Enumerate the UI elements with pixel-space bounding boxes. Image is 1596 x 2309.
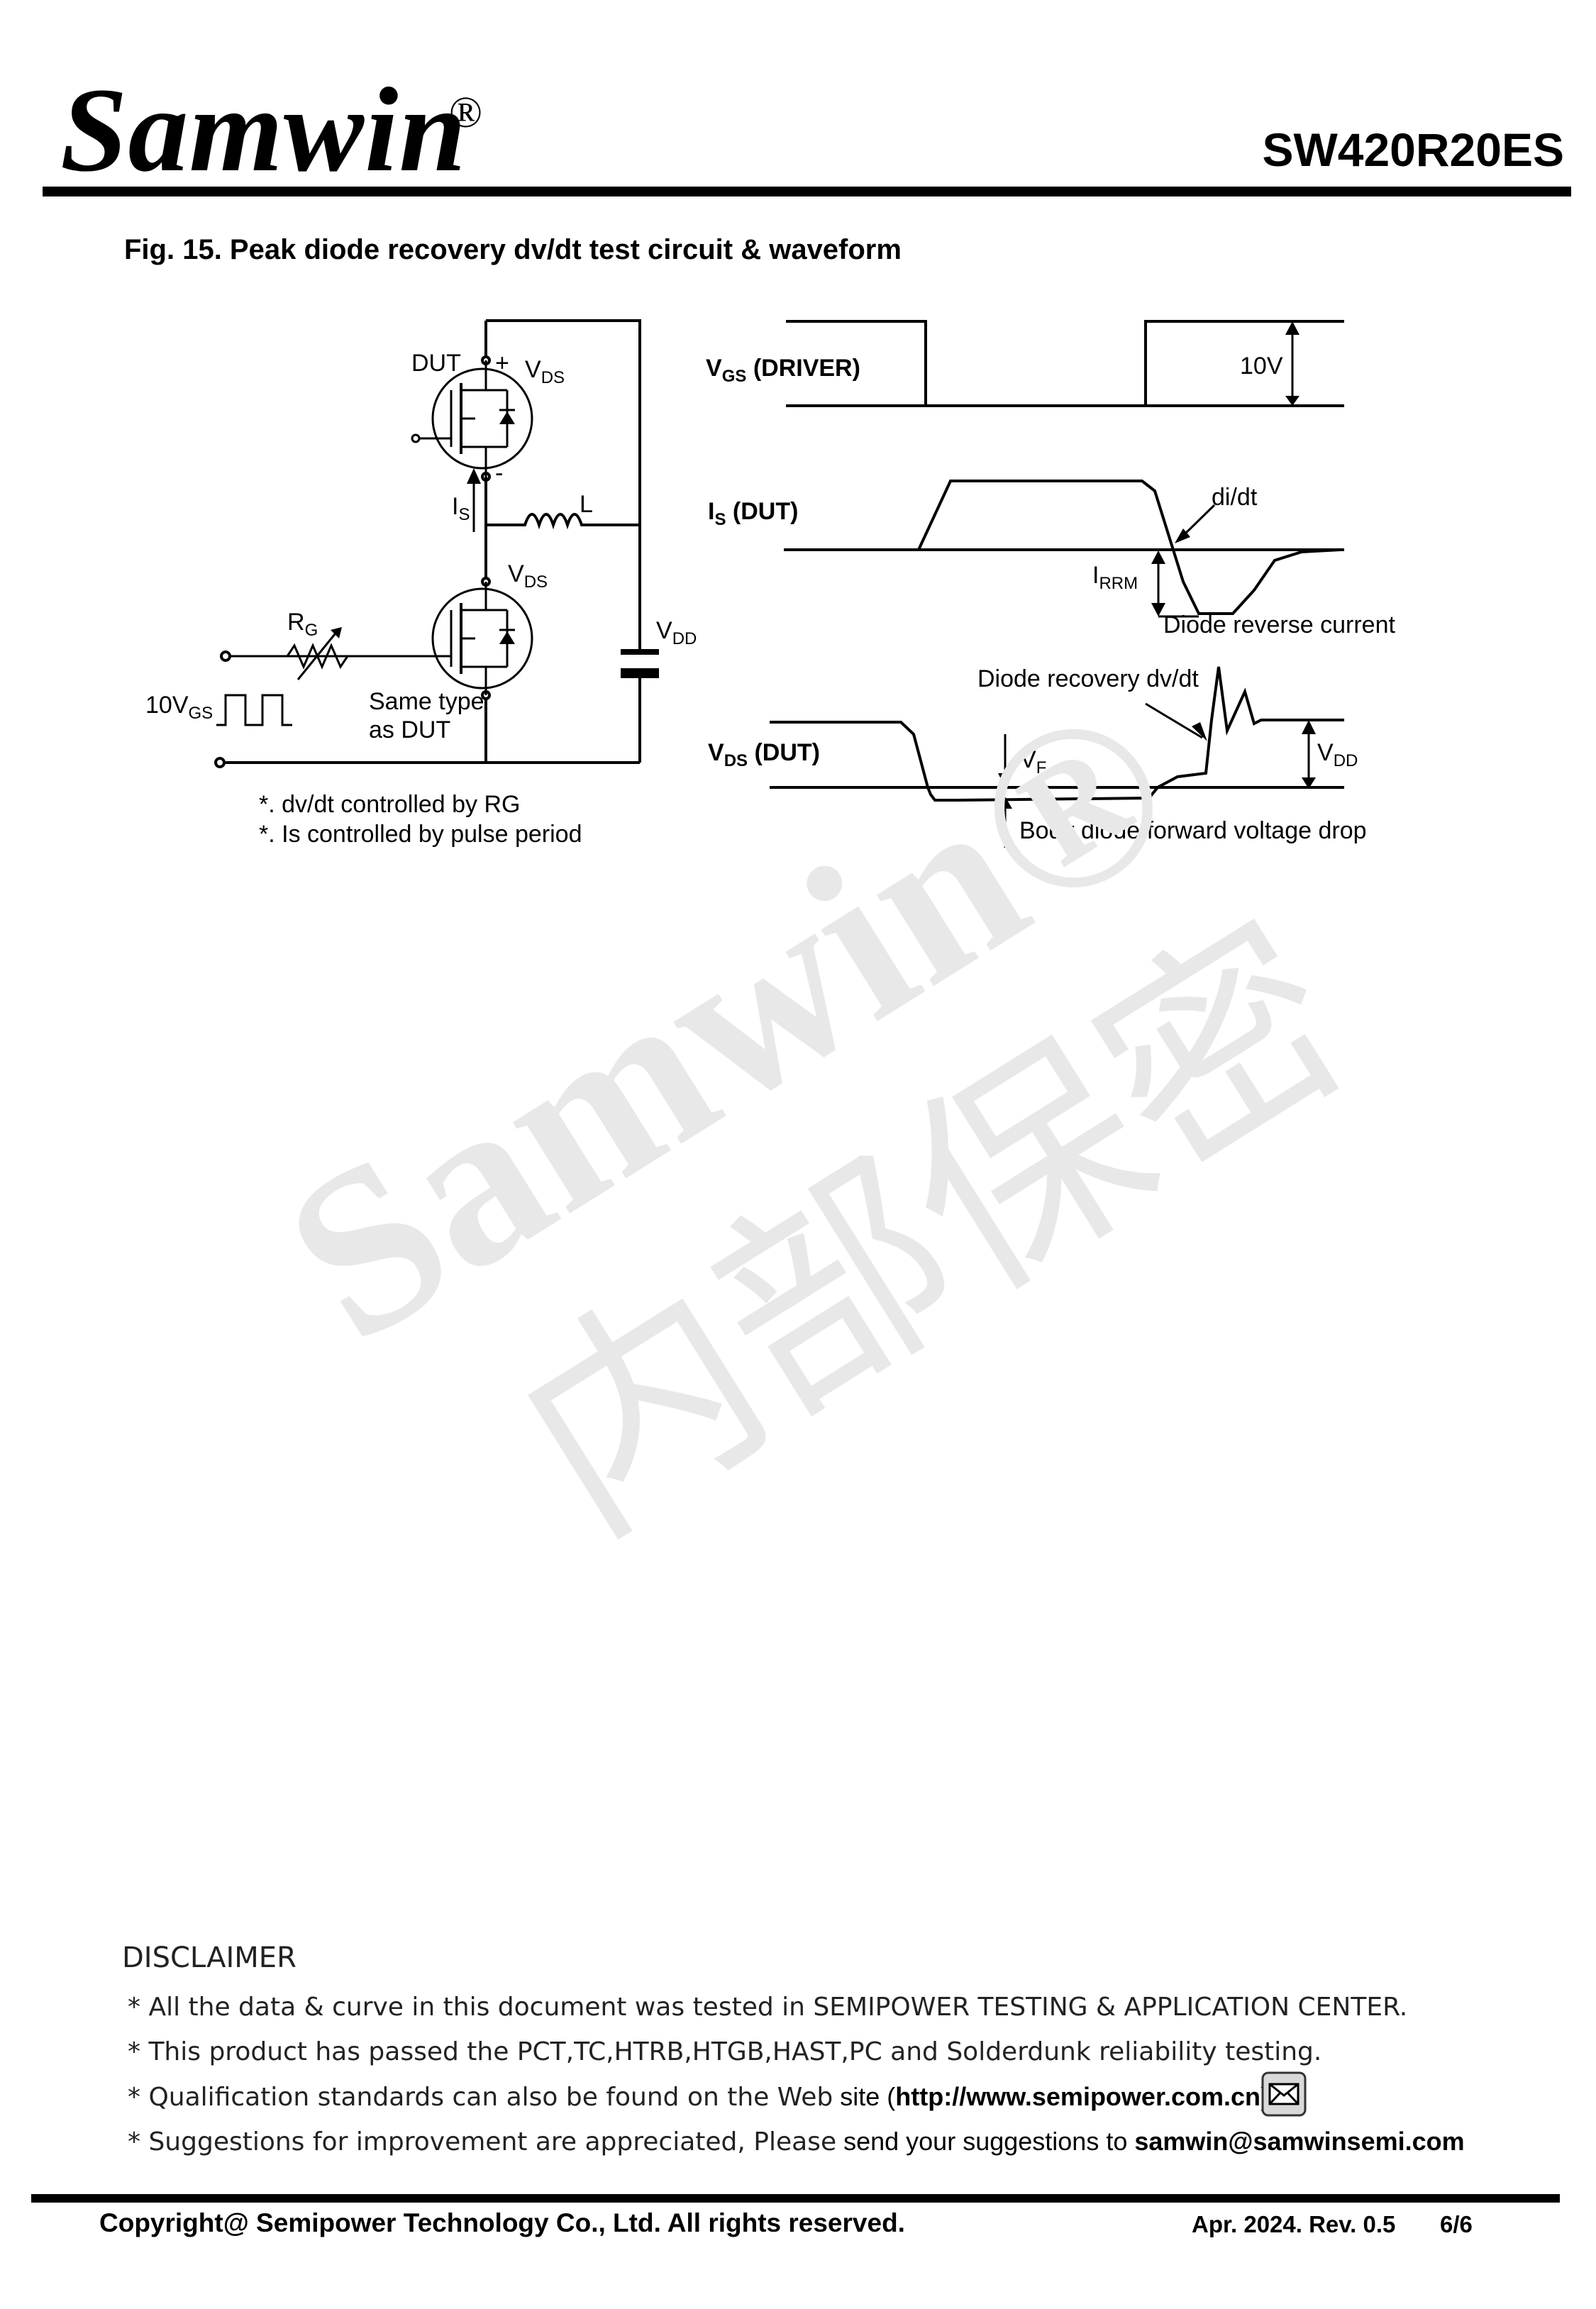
vds-top-label: VDS bbox=[525, 356, 565, 387]
diode-recovery-label: Diode recovery dv/dt bbox=[977, 665, 1199, 692]
gate-terminal bbox=[220, 650, 231, 662]
is-waveform bbox=[917, 480, 1341, 615]
registered-mark: ® bbox=[449, 89, 483, 137]
vgs-source-label: 10VGS bbox=[145, 692, 213, 723]
irrm-label: IRRM bbox=[1092, 562, 1138, 593]
disclaimer-title: DISCLAIMER bbox=[122, 1942, 297, 1974]
capacitor-plate-bottom bbox=[621, 668, 659, 678]
recovery-pointer bbox=[1145, 702, 1203, 739]
note-is: *. Is controlled by pulse period bbox=[259, 821, 582, 848]
page-number: 6/6 bbox=[1440, 2211, 1473, 2237]
note-dvdt: *. dv/dt controlled by RG bbox=[259, 791, 521, 818]
gate-pulse-source bbox=[216, 694, 292, 726]
is-label: IS bbox=[452, 493, 470, 524]
disclaimer-line-4: * Suggestions for improvement are apprec… bbox=[128, 2127, 1465, 2156]
vgs-driver-waveform bbox=[786, 320, 1344, 407]
brand-logo: Samwin bbox=[60, 63, 467, 196]
vdd-circuit-label: VDD bbox=[656, 617, 697, 648]
same-type-label-1: Same type bbox=[369, 688, 484, 715]
test-circuit-and-waveform: DUT + VDS - IS L VDS RG VDD 10VGS Same t… bbox=[0, 298, 1596, 880]
vgs-driver-label: VGS (DRIVER) bbox=[706, 355, 860, 386]
copyright: Copyright@ Semipower Technology Co., Ltd… bbox=[99, 2208, 905, 2237]
body-diode-label: Body diode forward voltage drop bbox=[1019, 817, 1367, 844]
capacitor-plate-top bbox=[621, 649, 659, 655]
bottom-terminal bbox=[214, 757, 226, 768]
ten-v-label: 10V bbox=[1240, 353, 1283, 380]
rg-label: RG bbox=[287, 609, 318, 640]
email-link[interactable]: samwin@samwinsemi.com bbox=[1134, 2127, 1465, 2156]
minus-label: - bbox=[495, 460, 503, 487]
header-rule bbox=[43, 187, 1571, 196]
is-dut-label: IS (DUT) bbox=[708, 498, 798, 529]
disclaimer-line-3: * Qualification standards can also be fo… bbox=[128, 2082, 1269, 2112]
watermark-confidential: 内部保密 bbox=[478, 877, 1388, 1582]
part-number: SW420R20ES bbox=[1262, 123, 1564, 176]
website-link[interactable]: http://www.semipower.com.cn bbox=[895, 2082, 1261, 2111]
dut-body bbox=[431, 367, 533, 470]
vdd-wave-label: VDD bbox=[1317, 739, 1358, 770]
didt-pointer bbox=[1180, 504, 1216, 539]
footer-rule bbox=[31, 2194, 1560, 2203]
same-type-label-2: as DUT bbox=[369, 716, 450, 743]
revision-date: Apr. 2024. Rev. 0.5 bbox=[1192, 2211, 1396, 2237]
disclaimer-line-2: * This product has passed the PCT,TC,HTR… bbox=[128, 2037, 1322, 2066]
vds-mid-label: VDS bbox=[508, 560, 548, 592]
diode-reverse-label: Diode reverse current bbox=[1163, 611, 1395, 638]
figure-title: Fig. 15. Peak diode recovery dv/dt test … bbox=[124, 234, 902, 265]
is-arrow-head bbox=[467, 468, 481, 484]
dut-label: DUT bbox=[411, 350, 461, 377]
vds-waveform bbox=[770, 666, 1344, 802]
waveforms bbox=[770, 320, 1344, 848]
test-circuit bbox=[214, 319, 659, 768]
disclaimer-line-1: * All the data & curve in this document … bbox=[128, 1993, 1408, 2022]
didt-label: di/dt bbox=[1212, 484, 1258, 511]
lower-fet-body bbox=[431, 587, 533, 690]
vds-dut-label: VDS (DUT) bbox=[708, 739, 820, 770]
vf-label: VF bbox=[1020, 746, 1046, 777]
mail-icon[interactable] bbox=[1261, 2071, 1307, 2117]
inductor-label: L bbox=[580, 491, 593, 518]
circuit-rail-top bbox=[486, 319, 641, 525]
inductor-coil bbox=[486, 513, 640, 530]
rg-variable-arrow bbox=[297, 633, 336, 680]
plus-label: + bbox=[495, 350, 509, 377]
